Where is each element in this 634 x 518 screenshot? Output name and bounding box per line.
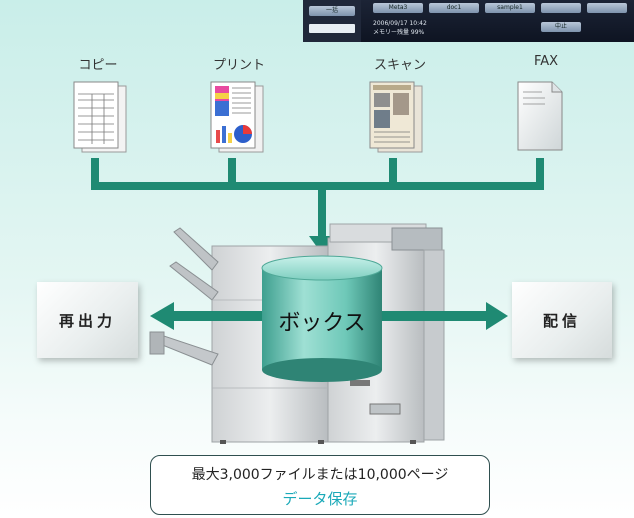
control-panel-screen: 一括 Meta3 doc1 sample1 2006/09/17 10:42 メ… [303, 0, 634, 42]
panel-color-indicator [309, 24, 355, 33]
distribution-label: 配信 [542, 311, 581, 330]
source-label-print: プリント [212, 58, 265, 73]
connector-lines [91, 158, 544, 254]
box-storage-cylinder-icon [261, 255, 383, 382]
panel-button-stop: 中止 [541, 22, 581, 32]
source-label-copy: コピー [78, 58, 118, 73]
caption-line-data-storage: データ保存 [282, 490, 358, 508]
panel-status-memory: メモリー残量 99% [373, 29, 425, 36]
distribution-box: 配信 [512, 282, 612, 358]
control-panel-left: 一括 [303, 0, 361, 42]
fax-document-icon [517, 81, 563, 151]
arrow-right-icon [382, 302, 508, 330]
caption-line-capacity: 最大3,000ファイルまたは10,000ページ [191, 467, 449, 483]
reoutput-box: 再出力 [37, 282, 138, 358]
panel-button-blank-2 [587, 3, 627, 13]
panel-button-doc1: doc1 [429, 3, 479, 13]
source-label-fax: FAX [533, 54, 559, 69]
copy-document-icon [73, 81, 127, 153]
panel-button-sample1: sample1 [485, 3, 535, 13]
scan-document-icon [369, 81, 423, 153]
print-document-icon [210, 81, 264, 153]
caption-box: 最大3,000ファイルまたは10,000ページ データ保存 [150, 455, 490, 515]
reoutput-label: 再出力 [58, 311, 116, 330]
panel-tab: 一括 [309, 6, 355, 16]
source-label-scan: スキャン [373, 58, 426, 73]
arrow-left-icon [150, 302, 262, 330]
panel-button-meta3: Meta3 [373, 3, 423, 13]
panel-button-blank [541, 3, 581, 13]
panel-status-time: 2006/09/17 10:42 [373, 20, 427, 27]
box-label: ボックス [278, 311, 366, 336]
